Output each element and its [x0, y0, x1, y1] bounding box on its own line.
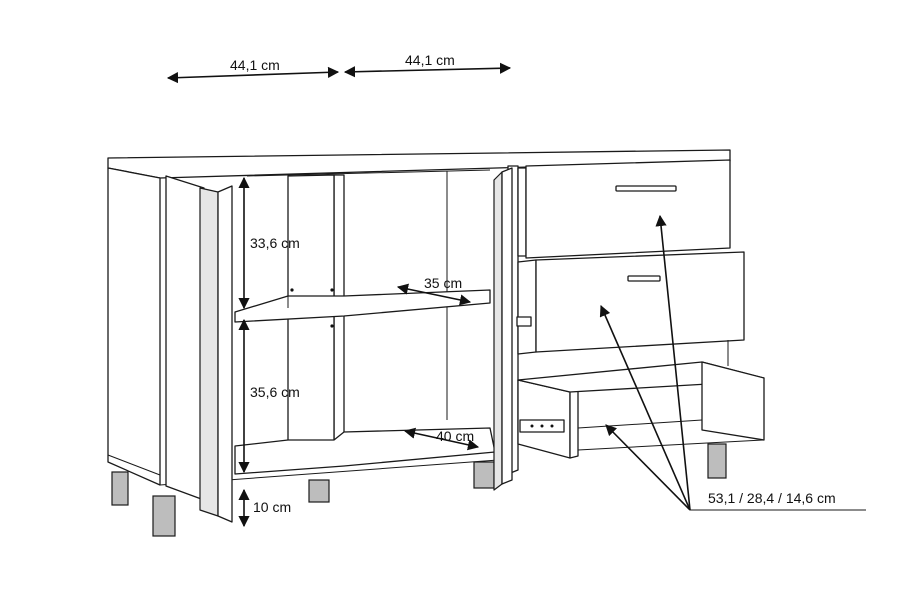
- left-door-face: [199, 187, 219, 517]
- middle-drawer-front: [535, 251, 745, 353]
- leg-front-center: [473, 461, 495, 489]
- width-right-arrow: [343, 62, 512, 78]
- leg-front-left: [152, 495, 176, 537]
- bottom-drawer-front-edge: [569, 389, 579, 459]
- bottom-depth-arrow: [403, 427, 480, 451]
- width-left-label: 44,1 cm: [230, 57, 280, 73]
- middle-divider: [333, 174, 345, 466]
- shelf: [234, 289, 491, 323]
- upper-height-label: 33,6 cm: [250, 235, 300, 251]
- left-door-edge: [217, 185, 233, 523]
- drawer-leader-middle: [599, 304, 691, 511]
- drawer-leader-bottom: [605, 424, 691, 511]
- dimension-labels: 44,1 cm 44,1 cm 33,6 cm 35 cm 35,6 cm 40…: [230, 52, 836, 515]
- drawers: [516, 159, 765, 459]
- right-door-face: [493, 171, 503, 491]
- bottom-depth-label: 40 cm: [436, 428, 474, 444]
- drawer-leader-top: [655, 214, 691, 511]
- bottom-drawer-left-side: [517, 379, 571, 459]
- legs: [111, 443, 727, 537]
- bottom-drawer-back: [701, 361, 765, 441]
- width-left-arrow: [166, 66, 340, 84]
- left-door-inner: [165, 175, 205, 501]
- leg-right: [707, 443, 727, 479]
- right-door-edge: [501, 167, 513, 485]
- leg-back-left: [111, 471, 129, 506]
- top-drawer-handle: [615, 185, 677, 192]
- top-drawer-front: [525, 159, 731, 259]
- middle-drawer-handle: [627, 275, 661, 282]
- middle-drawer-runner: [516, 316, 532, 327]
- leg-middle: [308, 479, 330, 503]
- shelf-depth-label: 35 cm: [424, 275, 462, 291]
- lower-height-label: 35,6 cm: [250, 384, 300, 400]
- top-board: [107, 149, 731, 179]
- left-door: [165, 175, 233, 523]
- top-drawer-side: [517, 167, 527, 257]
- left-side-panel: [107, 167, 161, 486]
- middle-drawer-side: [517, 259, 537, 355]
- dimension-arrows: [166, 62, 866, 528]
- right-door: [493, 167, 513, 491]
- shelf-depth-arrow: [396, 283, 472, 306]
- width-right-label: 44,1 cm: [405, 52, 455, 68]
- leg-height-label: 10 cm: [253, 499, 291, 515]
- drawer-heights-label: 53,1 / 28,4 / 14,6 cm: [708, 490, 836, 506]
